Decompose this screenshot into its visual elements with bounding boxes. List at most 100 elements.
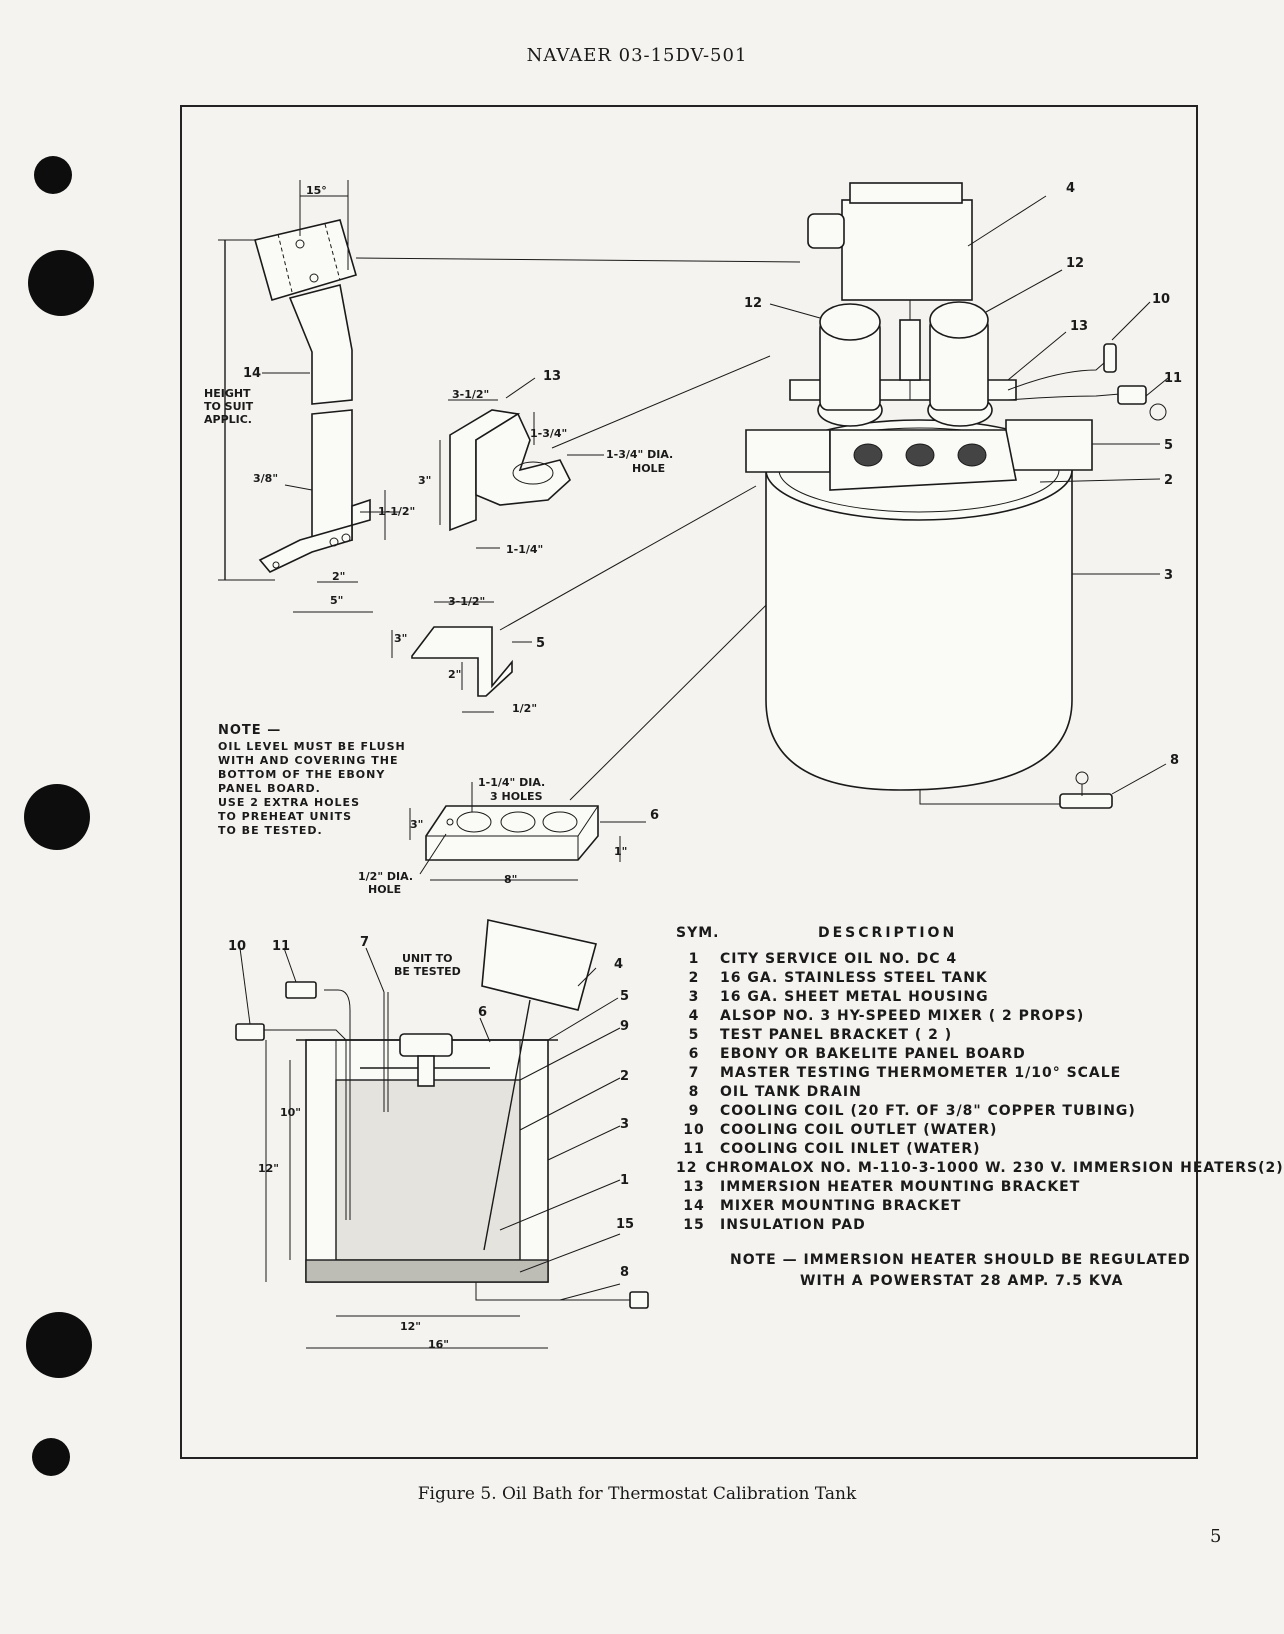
test-panel-bracket-drawing: 3-1/2" 3" 2" 1/2" 5 (391, 595, 545, 715)
section-callout-4: 4 (614, 957, 623, 972)
legend-desc: 16 GA. SHEET METAL HOUSING (720, 989, 989, 1005)
powerstat-note-line-1: NOTE — IMMERSION HEATER SHOULD BE REGULA… (730, 1252, 1191, 1268)
oil-level-note-line: PANEL BOARD. (218, 782, 321, 795)
legend-sym: 9 (688, 1103, 700, 1119)
legend-row: 15 INSULATION PAD (676, 1217, 1236, 1236)
legend-sym: 4 (688, 1008, 700, 1024)
legend-sym: 5 (688, 1027, 700, 1043)
panel-board-drawing: 1-1/4" DIA. 3 HOLES 3" 1" 1/2" DIA. HOLE… (358, 776, 659, 896)
legend-desc: COOLING COIL OUTLET (WATER) (720, 1122, 998, 1138)
legend-desc: MIXER MOUNTING BRACKET (720, 1198, 962, 1214)
dim-6-small-hole-2: HOLE (368, 883, 401, 896)
legend-desc: EBONY OR BAKELITE PANEL BOARD (720, 1046, 1026, 1062)
legend-desc: OIL TANK DRAIN (720, 1084, 862, 1100)
callout-11-top: 11 (1164, 371, 1182, 386)
dim-6-holes: 1-1/4" DIA. (478, 776, 545, 789)
legend-row: 4 ALSOP NO. 3 HY-SPEED MIXER ( 2 PROPS) (676, 1008, 1236, 1027)
oil-level-note-line: OIL LEVEL MUST BE FLUSH (218, 740, 406, 753)
oil-level-note-line: USE 2 EXTRA HOLES (218, 796, 360, 809)
legend-row: 6 EBONY OR BAKELITE PANEL BOARD (676, 1046, 1236, 1065)
legend-desc: ALSOP NO. 3 HY-SPEED MIXER ( 2 PROPS) (720, 1008, 1085, 1024)
callout-2-top: 2 (1164, 473, 1173, 488)
callout-5-top: 5 (1164, 438, 1173, 453)
dim-5-width: 3-1/2" (448, 595, 485, 608)
legend-desc: COOLING COIL INLET (WATER) (720, 1141, 981, 1157)
oil-level-note-line: BOTTOM OF THE EBONY (218, 768, 386, 781)
legend-desc: INSULATION PAD (720, 1217, 866, 1233)
section-callout-3: 3 (620, 1117, 629, 1132)
dim-height-3: APPLIC. (204, 413, 252, 426)
legend-sym: 12 (676, 1160, 698, 1176)
binder-hole-3 (24, 784, 90, 850)
callout-8-top: 8 (1170, 753, 1179, 768)
legend-sym: 8 (688, 1084, 700, 1100)
oil-level-note: NOTE — OIL LEVEL MUST BE FLUSH WITH AND … (218, 724, 406, 838)
section-callout-15: 15 (616, 1217, 634, 1232)
dim-section-12h: 12" (400, 1320, 421, 1333)
callout-13-left: 13 (543, 369, 561, 384)
dim-6-small-hole: 1/2" DIA. (358, 870, 413, 883)
callout-5-left: 5 (536, 636, 545, 651)
callout-6-left: 6 (650, 808, 659, 823)
legend-desc-header: DESCRIPTION (818, 925, 958, 941)
dim-height: HEIGHT (204, 387, 251, 400)
dim-15deg: 15° (306, 184, 327, 197)
legend-sym: 1 (688, 951, 700, 967)
legend-desc: TEST PANEL BRACKET ( 2 ) (720, 1027, 953, 1043)
mixer-mounting-bracket-drawing: 15° HEIGHT TO SUIT APPLIC. 3/8" 1-1/2" 2… (204, 180, 415, 613)
dim-13-hole-2: HOLE (632, 462, 665, 475)
section-unit-label: UNIT TO (402, 952, 452, 965)
legend-row: 14 MIXER MOUNTING BRACKET (676, 1198, 1236, 1217)
binder-hole-2 (28, 250, 94, 316)
dim-13-base: 1-1/4" (506, 543, 543, 556)
legend-sym: 7 (688, 1065, 700, 1081)
dim-section-16: 16" (428, 1338, 449, 1351)
callout-12-right: 12 (1066, 256, 1084, 271)
legend-sym: 6 (688, 1046, 700, 1062)
dim-13-height: 3" (418, 474, 431, 487)
legend-sym: 11 (683, 1141, 705, 1157)
oil-level-note-line: WITH AND COVERING THE (218, 754, 399, 767)
dim-thickness: 3/8" (253, 472, 278, 485)
callout-4-top: 4 (1066, 181, 1075, 196)
dim-6-thickness: 1" (614, 845, 627, 858)
legend-header: SYM. DESCRIPTION (676, 925, 1236, 941)
section-unit-label-2: BE TESTED (394, 965, 461, 978)
callout-14: 14 (243, 366, 261, 381)
legend-sym: 13 (683, 1179, 705, 1195)
section-callout-9: 9 (620, 1019, 629, 1034)
dim-section-10: 10" (280, 1106, 301, 1119)
legend-desc: 16 GA. STAINLESS STEEL TANK (720, 970, 988, 986)
section-callout-6: 6 (478, 1005, 487, 1020)
tank-assembly-drawing: 4 12 12 13 10 11 5 2 3 8 (744, 181, 1182, 809)
dim-6-height: 3" (410, 818, 423, 831)
legend-row: 8 OIL TANK DRAIN (676, 1084, 1236, 1103)
dim-13-width: 3-1/2" (452, 388, 489, 401)
dim-foot-height: 1-1/2" (378, 505, 415, 518)
dim-height-2: TO SUIT (204, 400, 254, 413)
binder-hole-5 (32, 1438, 70, 1476)
legend-sym: 14 (683, 1198, 705, 1214)
dim-section-12v: 12" (258, 1162, 279, 1175)
legend-sym-header: SYM. (676, 925, 720, 941)
dim-13-depth: 1-3/4" (530, 427, 567, 440)
section-callout-11: 11 (272, 939, 290, 954)
tank-section-drawing: UNIT TO BE TESTED 10" 12" 12" 16" 10 11 … (228, 919, 649, 1351)
legend-sym: 3 (688, 989, 700, 1005)
binder-hole-4 (26, 1312, 92, 1378)
heater-mounting-bracket-drawing: 3-1/2" 1-3/4" 3" 1-1/4" 1-3/4" DIA. HOLE… (418, 369, 673, 556)
figure-caption: Figure 5. Oil Bath for Thermostat Calibr… (417, 1484, 857, 1504)
dim-foot-length: 5" (330, 594, 343, 607)
legend-sym: 15 (683, 1217, 705, 1233)
powerstat-note-line-2: WITH A POWERSTAT 28 AMP. 7.5 KVA (800, 1273, 1124, 1289)
legend-row: 3 16 GA. SHEET METAL HOUSING (676, 989, 1236, 1008)
oil-level-note-line: TO BE TESTED. (218, 824, 323, 837)
page-number: 5 (1210, 1526, 1222, 1547)
legend-desc: CHROMALOX NO. M-110-3-1000 W. 230 V. IMM… (705, 1160, 1284, 1176)
